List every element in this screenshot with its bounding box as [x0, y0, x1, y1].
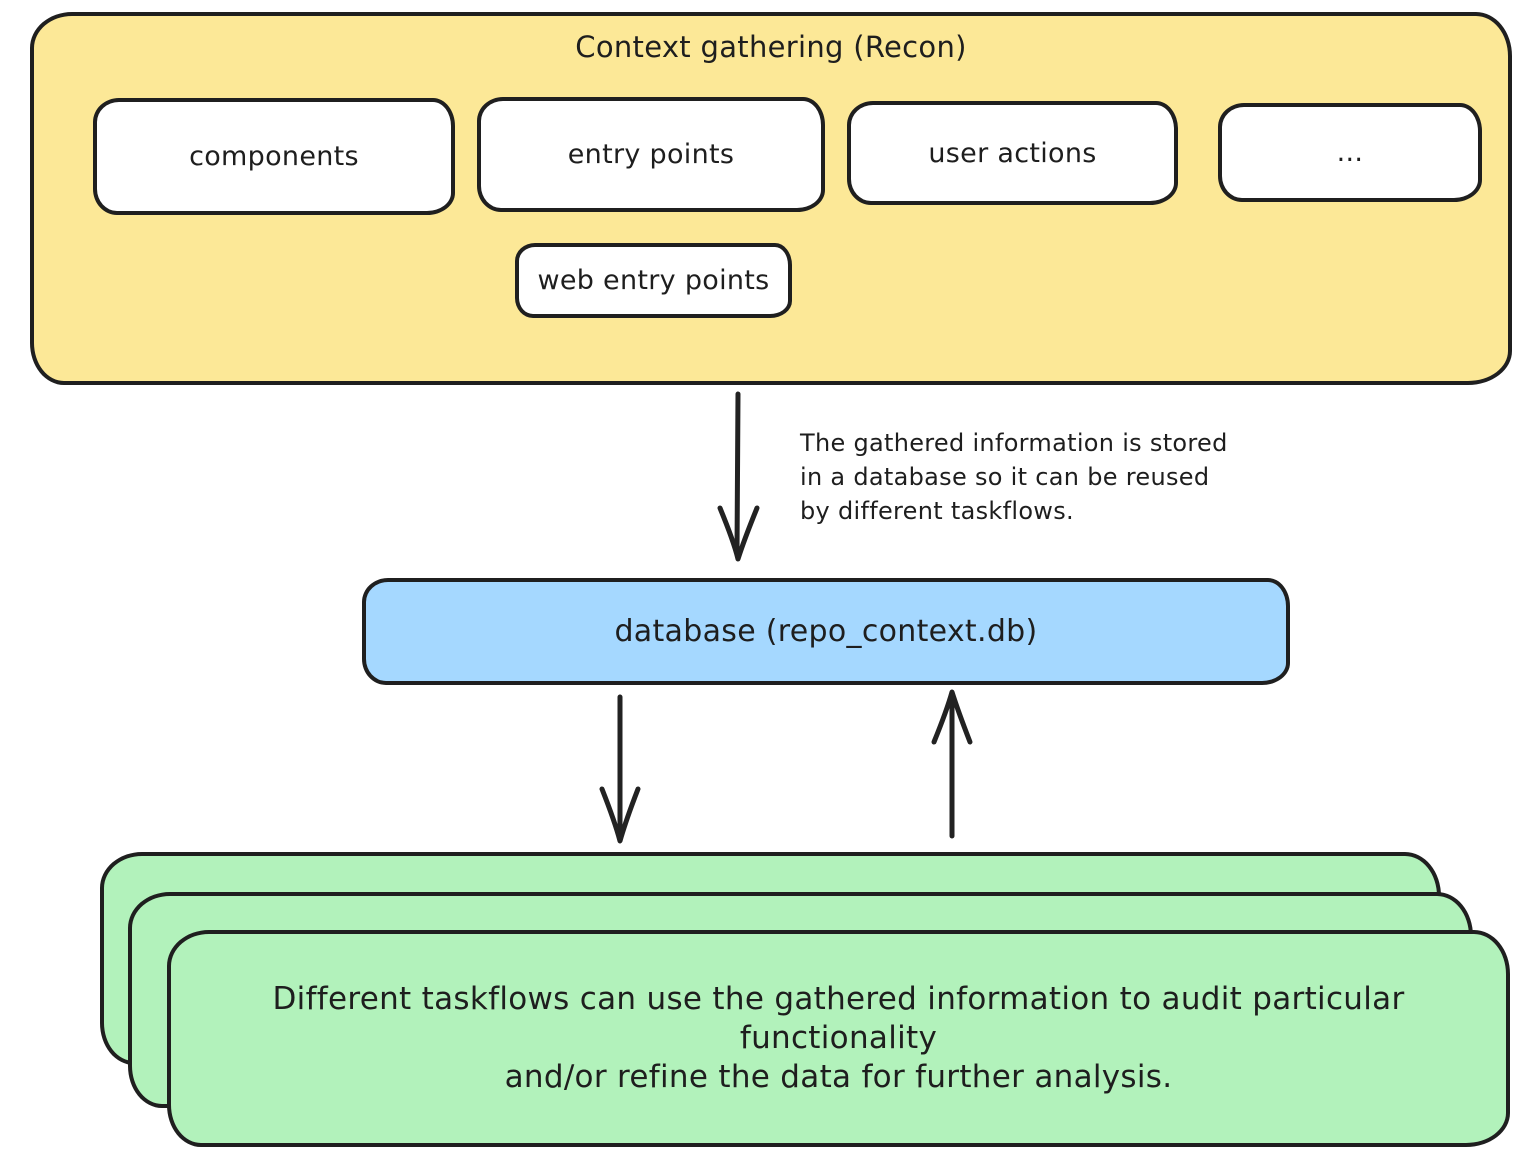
node-entry-points: entry points — [477, 97, 825, 212]
node-components-label: components — [189, 141, 359, 172]
database-note: The gathered information is stored in a … — [800, 426, 1228, 528]
node-web-entry-points: web entry points — [515, 243, 792, 318]
database-node-label: database (repo_context.db) — [614, 614, 1038, 649]
node-components: components — [93, 98, 455, 215]
node-user-actions-label: user actions — [928, 137, 1097, 169]
node-web-entry-points-label: web entry points — [537, 265, 770, 296]
taskflows-text-line-1: Different taskflows can use the gathered… — [272, 981, 1405, 1056]
recon-to-database-arrow — [717, 391, 760, 562]
database-note-line-1: The gathered information is stored — [800, 429, 1228, 457]
node-more-label: ... — [1336, 137, 1364, 168]
database-to-taskflows-arrow — [599, 694, 641, 844]
database-note-line-2: in a database so it can be reused — [800, 463, 1210, 491]
taskflows-text: Different taskflows can use the gathered… — [197, 980, 1480, 1097]
taskflows-text-line-2: and/or refine the data for further analy… — [504, 1059, 1173, 1095]
recon-group: Context gathering (Recon) components ent… — [30, 12, 1512, 385]
node-more: ... — [1218, 103, 1482, 202]
taskflows-to-database-arrow — [931, 689, 973, 839]
database-node: database (repo_context.db) — [362, 578, 1290, 685]
taskflows-card: Different taskflows can use the gathered… — [167, 930, 1510, 1147]
recon-group-title: Context gathering (Recon) — [575, 30, 967, 64]
node-entry-points-label: entry points — [567, 139, 735, 170]
node-user-actions: user actions — [847, 101, 1178, 205]
database-note-line-3: by different taskflows. — [800, 497, 1074, 525]
